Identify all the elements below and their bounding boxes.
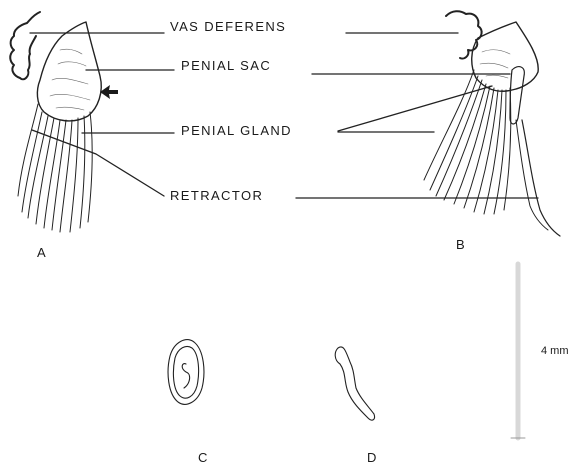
label-penial-sac: PENIAL SAC xyxy=(181,59,271,73)
leader-penial-gland-b1 xyxy=(338,86,492,131)
detail-d-drawing xyxy=(335,347,374,420)
specimen-a-vas-deferens xyxy=(10,12,40,79)
detail-d-outline xyxy=(335,347,374,420)
specimen-b-drawing xyxy=(424,11,560,236)
label-vas-deferens: VAS DEFERENS xyxy=(170,20,286,34)
label-retractor: RETRACTOR xyxy=(170,189,263,203)
scale-bar-label: 4 mm xyxy=(541,345,569,357)
specimen-b-inner-structure xyxy=(510,67,524,124)
panel-label-c: C xyxy=(198,451,207,465)
detail-c-drawing xyxy=(168,340,204,405)
specimen-a-gland-strands xyxy=(18,104,92,232)
specimen-a-sac-stipple xyxy=(50,49,90,110)
scale-bar xyxy=(511,264,525,438)
panel-label-d: D xyxy=(367,451,376,465)
specimen-b-retractor-strand xyxy=(522,120,560,236)
label-penial-gland: PENIAL GLAND xyxy=(181,124,292,138)
panel-label-a: A xyxy=(37,246,46,260)
detail-c-core xyxy=(182,364,189,388)
specimen-a-arrow-icon xyxy=(100,85,118,99)
panel-label-b: B xyxy=(456,238,465,252)
specimen-a-drawing xyxy=(10,12,118,232)
specimen-b-gland-strands xyxy=(424,70,511,214)
leader-retractor-a xyxy=(32,130,164,196)
specimen-a-penial-sac xyxy=(37,22,101,121)
specimen-b-vas-deferens xyxy=(446,11,482,58)
